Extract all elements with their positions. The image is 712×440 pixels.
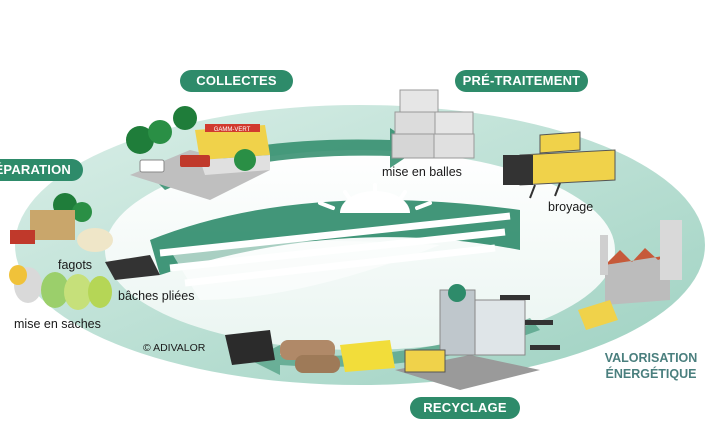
label-mise-en-saches: mise en saches [14,317,101,331]
stage-pill-collectes-bg [180,70,293,92]
label-fagots: fagots [58,258,93,272]
shredder-illustration [503,131,616,199]
label-mise-en-balles: mise en balles [382,165,462,179]
collection-depot-illustration: GAMM-VERT [126,106,270,200]
stage-recyclage: RECYCLAGE [423,400,507,415]
energy-plant-illustration [578,220,682,330]
stage-valorisation-line1: VALORISATION [604,351,698,365]
stage-pretraitement: PRÉ-TRAITEMENT [462,73,581,88]
label-broyage: broyage [548,200,594,214]
depot-sign: GAMM-VERT [214,127,251,133]
stage-pill-recyclage-bg [410,397,520,419]
center-sun-field-logo [150,183,520,300]
stage-valorisation: VALORISATION ÉNERGÉTIQUE [596,350,706,382]
stage-collectes: COLLECTES [196,73,277,88]
stage-valorisation-line2: ÉNERGÉTIQUE [605,367,697,381]
stage-pill-pretraitement-bg [455,70,588,92]
stage-separation: ÉPARATION [0,162,71,177]
recycling-plant-illustration [395,284,560,390]
bales-illustration [391,89,475,159]
recycled-products-illustration [225,330,395,373]
label-baches-pliees: bâches pliées [118,289,195,303]
stage-pill-separation-bg [0,159,83,181]
separation-illustration [9,193,160,310]
copyright-label: © ADIVALOR [143,342,206,354]
